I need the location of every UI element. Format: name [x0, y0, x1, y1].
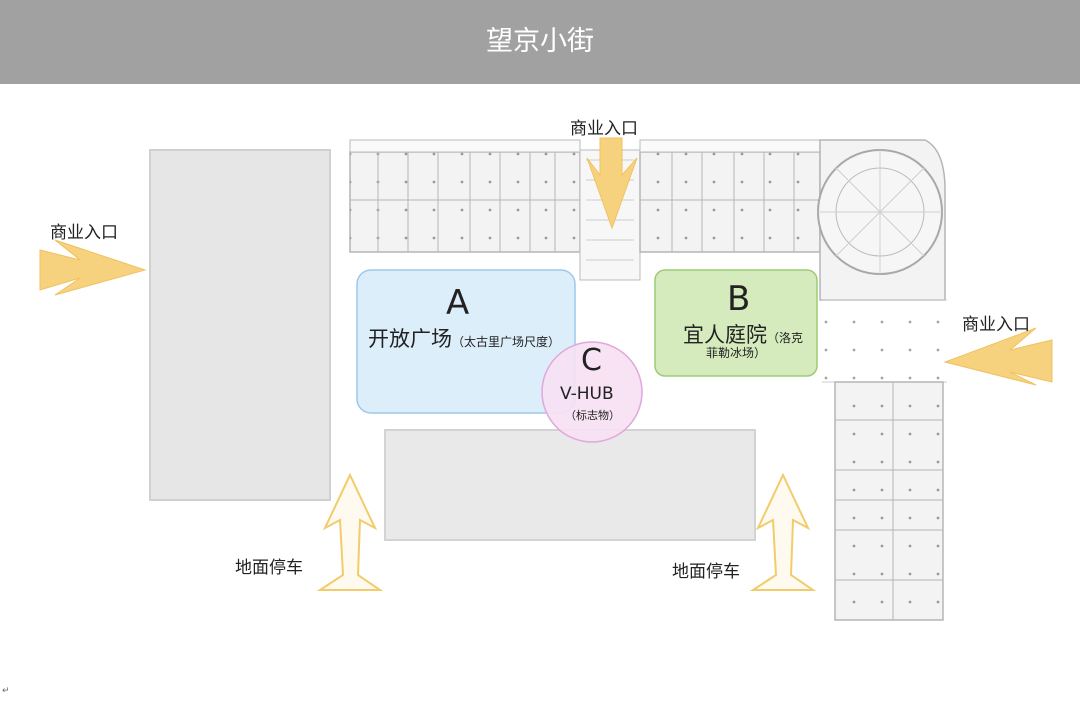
- left-entrance-arrow: [39, 239, 147, 296]
- left-building: [149, 149, 331, 501]
- zone-b-note-line2: 菲勒冰场）: [706, 346, 767, 360]
- title-bar: 望京小街: [0, 0, 1080, 84]
- paragraph-mark: ↵: [2, 686, 10, 696]
- left-parking-arrow: [316, 472, 384, 591]
- zone-c-note: （标志物）: [565, 409, 620, 422]
- zone-b-letter: B: [727, 279, 751, 319]
- zone-c-letter: C: [581, 343, 602, 378]
- right-lower-building: [834, 381, 944, 621]
- right-parking-label: 地面停车: [672, 562, 740, 582]
- zone-b-area[interactable]: [654, 269, 818, 377]
- top-left-building: [349, 139, 581, 253]
- left-parking-label: 地面停车: [235, 558, 303, 578]
- bottom-center-building: [384, 429, 756, 541]
- right-entrance-arrow: [943, 327, 1053, 386]
- zone-b-note-line1: （洛克: [767, 331, 804, 345]
- zone-a-letter: A: [446, 283, 470, 323]
- left-entrance-label: 商业入口: [50, 223, 118, 243]
- right-corridor: [822, 299, 947, 383]
- zone-a-note: （太古里广场尺度）: [452, 335, 561, 349]
- zone-b-name: 宜人庭院: [683, 323, 767, 347]
- right-entrance-label: 商业入口: [962, 315, 1030, 335]
- top-right-building: [639, 139, 831, 253]
- top-entrance-label: 商业入口: [570, 119, 638, 139]
- zone-a-area[interactable]: [356, 269, 576, 414]
- zone-c-area[interactable]: [541, 341, 643, 443]
- right-parking-arrow: [749, 472, 817, 591]
- round-tower: [817, 139, 946, 301]
- zone-a-title: 开放广场（太古里广场尺度）: [368, 323, 560, 353]
- zone-a-name: 开放广场: [368, 327, 452, 351]
- page-title: 望京小街: [486, 26, 594, 57]
- zone-c-name: V-HUB: [560, 384, 614, 404]
- zone-b-title: 宜人庭院（洛克: [683, 319, 803, 349]
- top-entrance-arrow: [586, 137, 638, 230]
